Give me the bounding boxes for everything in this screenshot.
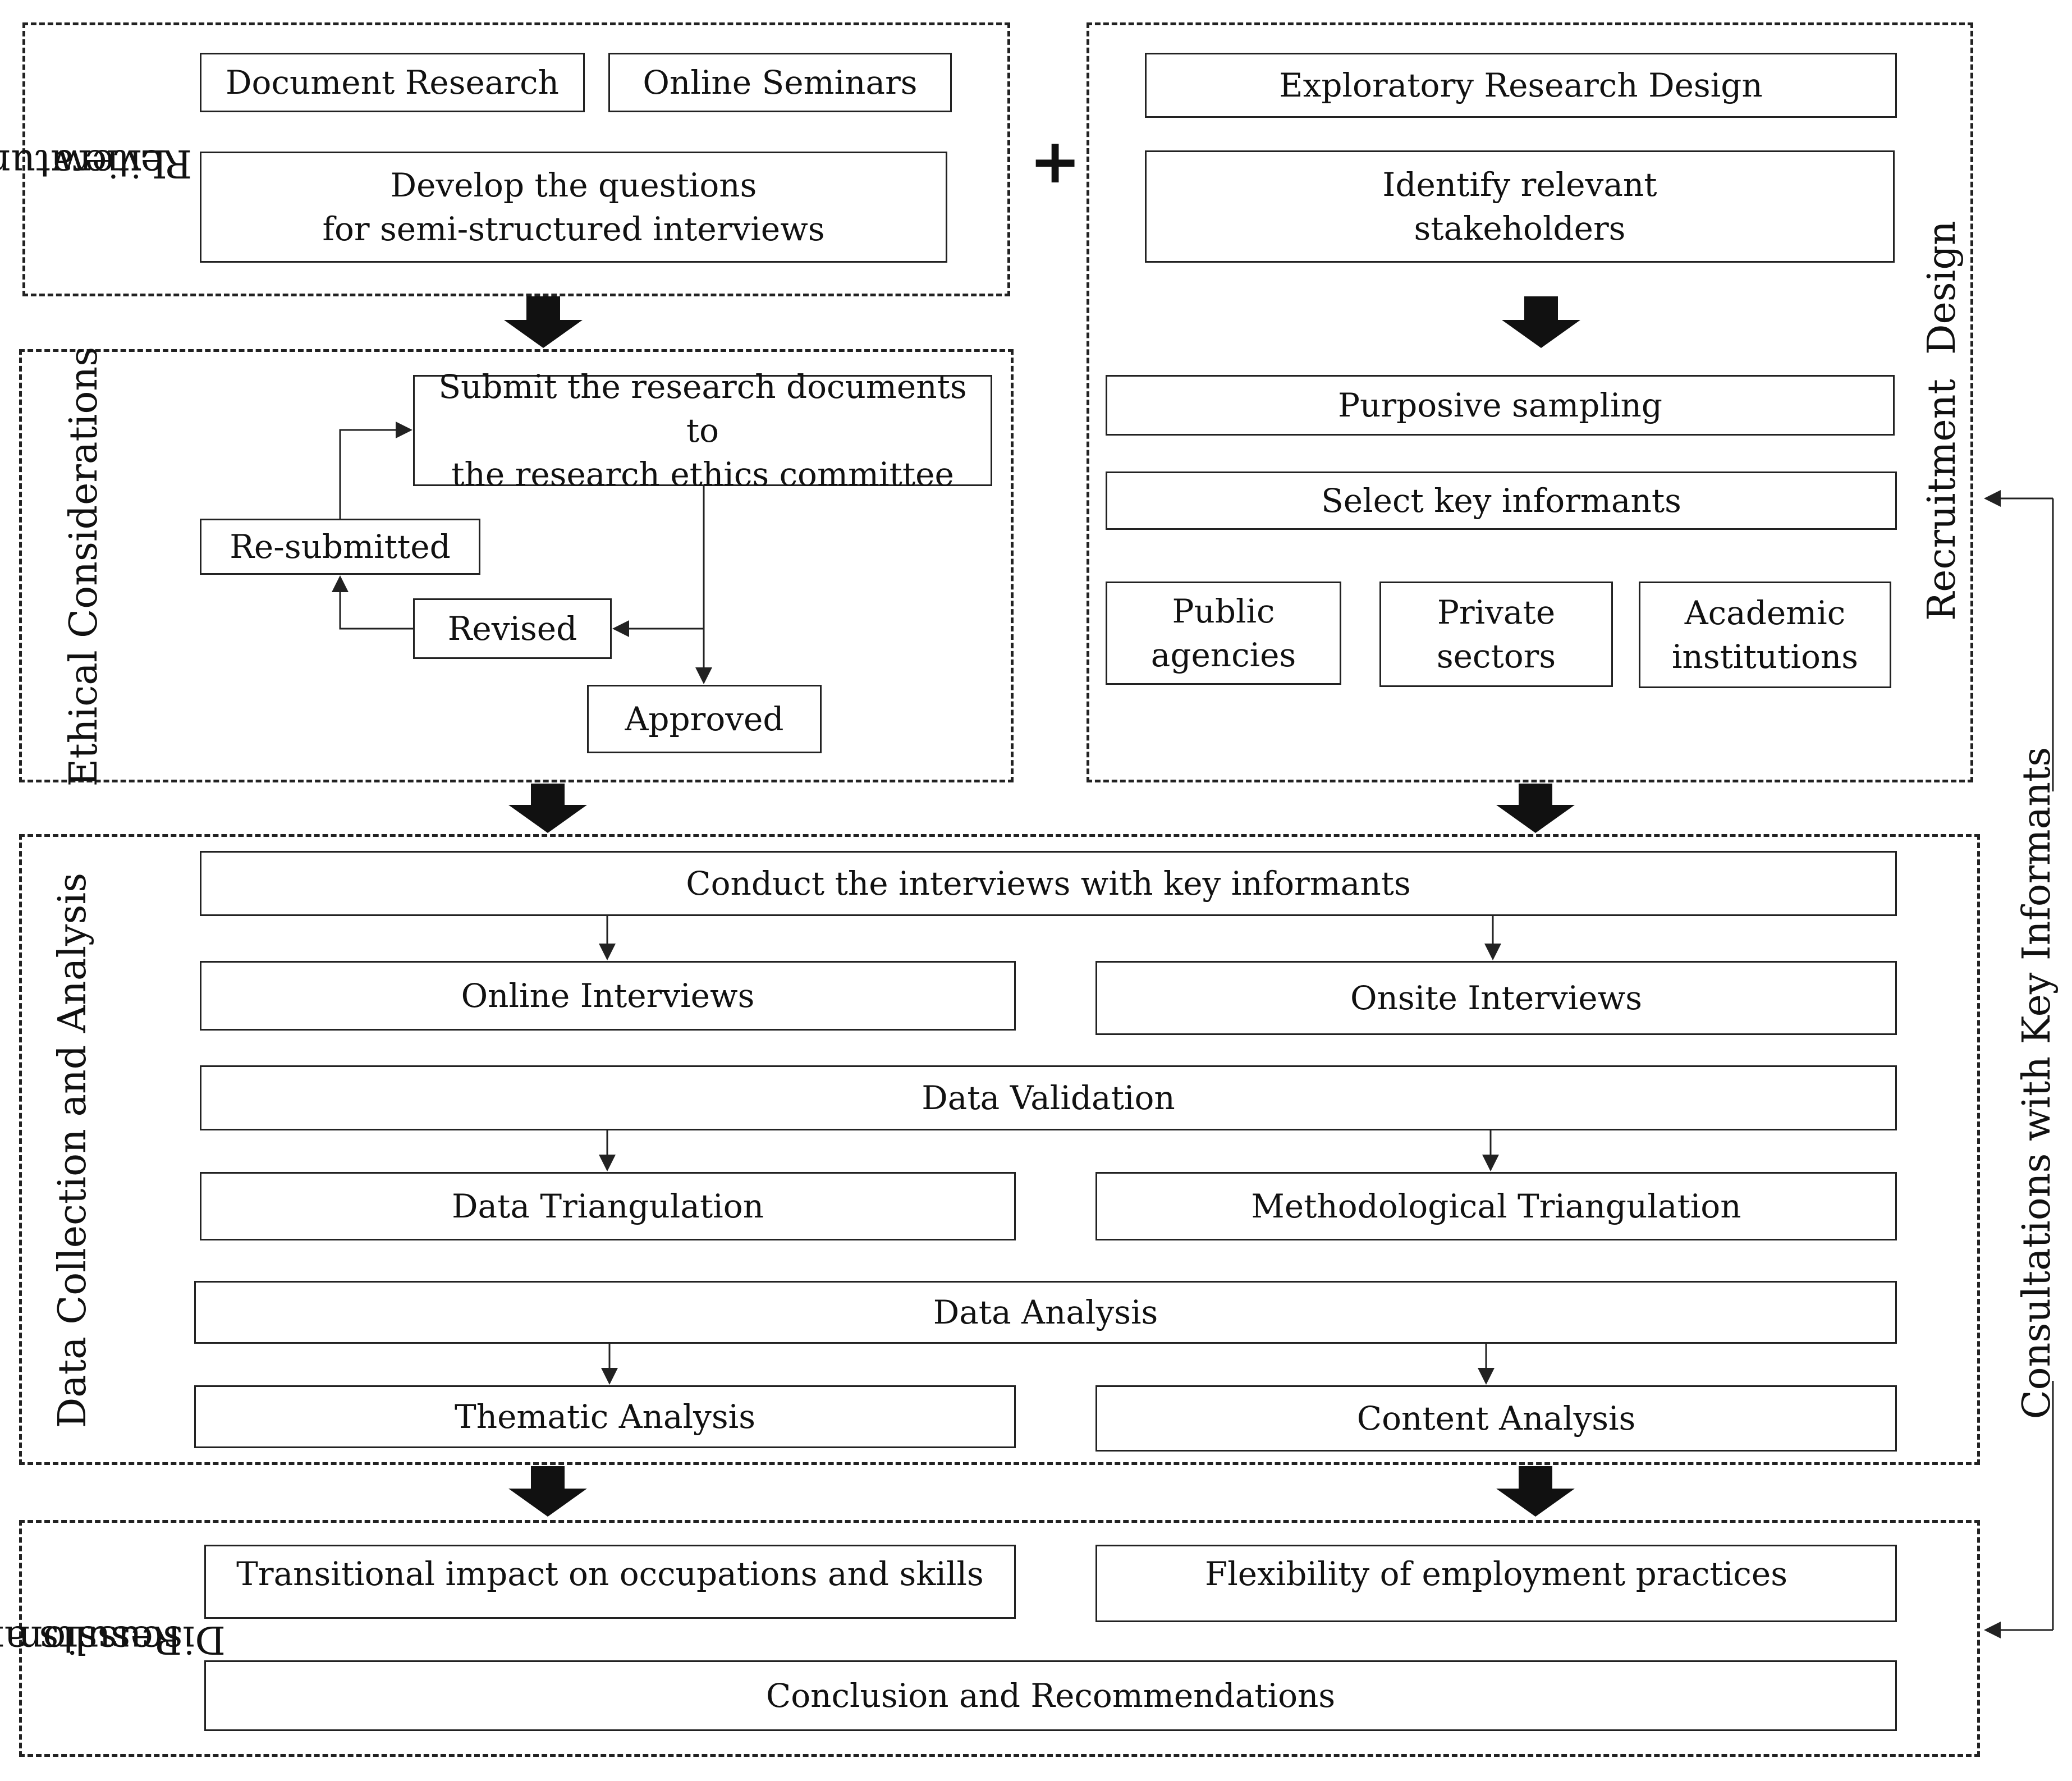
big-arrow-data-to-results-right: [1496, 1466, 1575, 1517]
plus-icon: +: [1029, 125, 1081, 197]
data-collection-section: [19, 834, 1980, 1465]
submit-documents-box: Submit the research documents to the res…: [413, 368, 992, 493]
big-arrow-identify-to-purposive: [1502, 296, 1580, 348]
ethical-considerations-section: [19, 349, 1014, 782]
flexibility-employment-box: Flexibility of employment practices: [1095, 1545, 1897, 1622]
consultations-bracket: [1984, 490, 2054, 1638]
approved-box: Approved: [587, 685, 822, 753]
data-validation-box: Data Validation: [200, 1065, 1897, 1130]
identify-stakeholders-box: Identify relevant stakeholders: [1145, 150, 1895, 263]
purposive-sampling-box: Purposive sampling: [1106, 375, 1895, 436]
onsite-interviews-box: Onsite Interviews: [1095, 961, 1897, 1035]
methodological-triangulation-box: Methodological Triangulation: [1095, 1172, 1897, 1240]
online-interviews-box: Online Interviews: [200, 961, 1016, 1031]
big-arrow-lit-to-ethics: [504, 296, 583, 348]
exploratory-design-box: Exploratory Research Design: [1145, 53, 1897, 118]
document-research-box: Document Research: [200, 53, 585, 112]
recruitment-design-section: [1087, 22, 1973, 782]
big-arrow-data-to-results-left: [508, 1466, 587, 1517]
literature-review-section: [22, 22, 1010, 296]
transitional-impact-box: Transitional impact on occupations and s…: [204, 1545, 1016, 1619]
private-sectors-box: Private sectors: [1379, 582, 1613, 687]
thematic-analysis-box: Thematic Analysis: [194, 1385, 1016, 1448]
resubmitted-box: Re-submitted: [200, 519, 480, 575]
data-analysis-box: Data Analysis: [194, 1281, 1897, 1344]
data-triangulation-box: Data Triangulation: [200, 1172, 1016, 1240]
public-agencies-box: Public agencies: [1106, 582, 1341, 685]
content-analysis-box: Content Analysis: [1095, 1385, 1897, 1452]
big-arrow-recruit-to-data: [1496, 784, 1575, 833]
ethics-flow-lines: [332, 422, 712, 684]
conclusion-recommendations-box: Conclusion and Recommendations: [204, 1660, 1897, 1731]
results-discussion-section: [19, 1520, 1980, 1757]
conduct-interviews-box: Conduct the interviews with key informan…: [200, 851, 1897, 916]
data-flow-lines: [599, 916, 1501, 1385]
select-informants-box: Select key informants: [1106, 471, 1897, 530]
develop-questions-box: Develop the questions for semi-structure…: [200, 152, 947, 263]
online-seminars-box: Online Seminars: [608, 53, 952, 112]
big-arrow-ethics-to-data: [508, 784, 587, 833]
academic-institutions-box: Academic institutions: [1639, 582, 1891, 688]
revised-box: Revised: [413, 598, 612, 659]
